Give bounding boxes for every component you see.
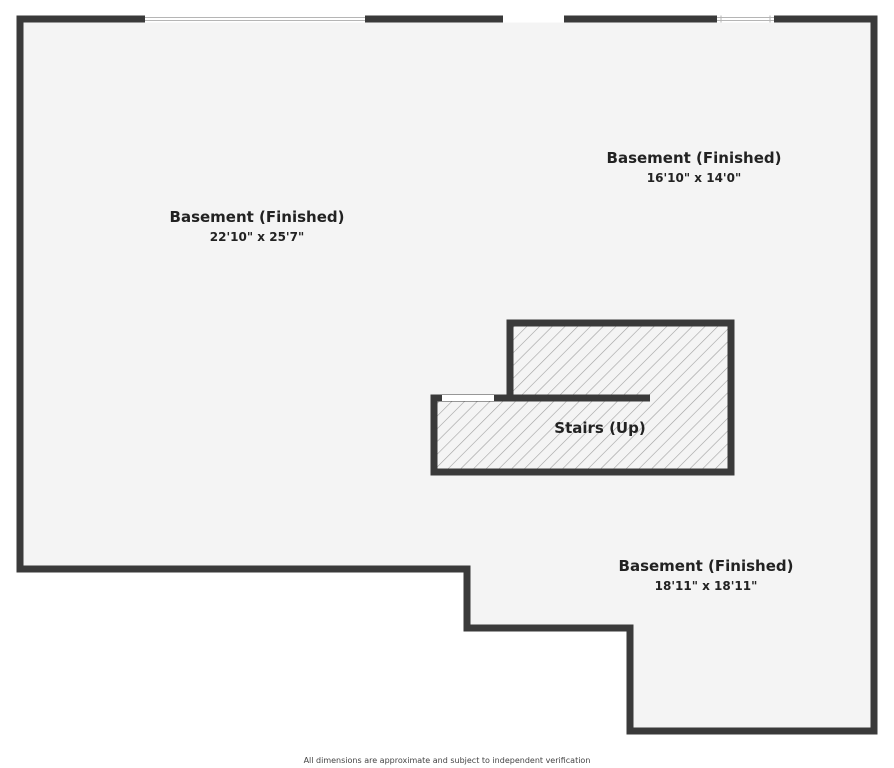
opening-top-center	[503, 15, 564, 23]
room-dimensions-main: 22'10" x 25'7"	[210, 230, 304, 244]
room-dimensions-lower-right: 18'11" x 18'11"	[655, 579, 758, 593]
basement-floor	[16, 15, 878, 735]
window-top-right	[717, 15, 774, 23]
room-dimensions-upper-right: 16'10" x 14'0"	[647, 171, 741, 185]
footer-disclaimer: All dimensions are approximate and subje…	[304, 756, 591, 765]
room-label-upper-right: Basement (Finished)	[607, 149, 782, 167]
window-top-left	[145, 15, 365, 23]
room-label-lower-right: Basement (Finished)	[619, 557, 794, 575]
room-label-main: Basement (Finished)	[170, 208, 345, 226]
stairs-opening	[442, 395, 494, 401]
stairs-label: Stairs (Up)	[554, 419, 645, 437]
